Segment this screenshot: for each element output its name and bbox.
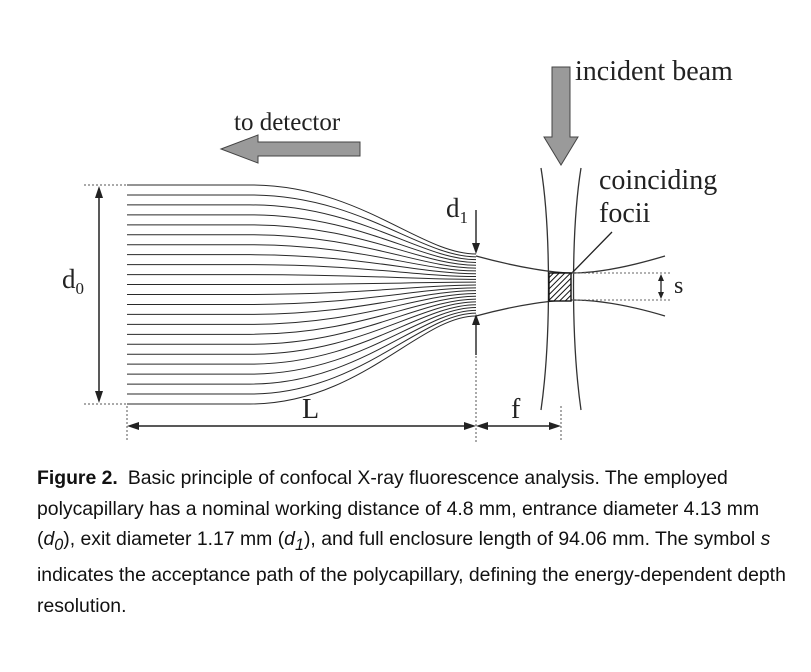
s-label: s — [674, 273, 683, 299]
capillary-fiber — [127, 224, 477, 266]
capillary-fiber — [127, 264, 477, 278]
capillary-fiber — [127, 287, 477, 305]
capillary-fiber — [127, 254, 477, 275]
focii-label: focii — [599, 198, 651, 229]
capillary-fiber — [127, 307, 477, 375]
beam-envelope-left — [540, 167, 550, 411]
L-label: L — [302, 394, 319, 425]
caption-s: s — [760, 528, 771, 550]
capillary-fiber — [127, 194, 477, 258]
caption-text-1: Basic principle of confocal X-ray fluore… — [37, 467, 760, 550]
capillary-fiber — [127, 315, 477, 405]
caption-text-2: ), exit diameter 1.17 mm ( — [63, 528, 285, 550]
d0-arrowhead-bottom — [95, 391, 103, 403]
capillary-fiber — [127, 301, 477, 355]
to-detector-arrow — [219, 134, 361, 164]
to-detector-label: to detector — [234, 109, 341, 136]
caption-label: Figure 2. — [37, 467, 118, 489]
focii-pointer-line — [570, 231, 613, 275]
d0-arrowhead-top — [95, 186, 103, 198]
caption-d0: d0 — [43, 528, 64, 554]
s-arrowhead-top — [658, 274, 664, 281]
capillary-fiber — [127, 292, 477, 325]
polycapillary-fibers — [127, 184, 477, 405]
focal-cone-lower — [475, 299, 666, 317]
capillary-fiber — [127, 284, 477, 295]
incident-beam-label: incident beam — [575, 56, 733, 87]
capillary-fiber — [127, 184, 477, 255]
focal-cone-upper — [475, 255, 666, 274]
capillary-fiber — [127, 281, 477, 286]
caption-d1: d1 — [284, 528, 304, 554]
capillary-fiber — [127, 234, 477, 269]
L-arrowhead-left — [127, 422, 139, 430]
capillary-fiber — [127, 309, 477, 385]
d1-label: d1 — [446, 193, 468, 227]
caption-text-4: indicates the acceptance path of the pol… — [37, 564, 786, 617]
confocal-xrf-diagram: incident beam to detector d0 d1 coincidi… — [62, 56, 733, 442]
capillary-fiber — [127, 204, 477, 261]
f-arrowhead-right — [549, 422, 561, 430]
capillary-fiber — [127, 274, 477, 280]
s-arrowhead-bottom — [658, 292, 664, 299]
incident-beam-arrow — [543, 66, 579, 166]
capillary-fiber — [127, 295, 477, 335]
capillary-fiber — [127, 298, 477, 345]
d0-label: d0 — [62, 264, 84, 298]
focal-volume-hatched — [548, 272, 572, 302]
capillary-fiber — [127, 214, 477, 263]
d1-upper-arrowhead — [472, 243, 480, 254]
beam-envelope-right — [572, 167, 582, 411]
figure-caption: Figure 2.Basic principle of confocal X-r… — [37, 463, 797, 621]
capillary-fiber — [127, 312, 477, 395]
L-arrowhead-right — [464, 422, 476, 430]
capillary-fiber — [127, 290, 477, 315]
f-label: f — [511, 394, 521, 425]
capillary-fiber — [127, 304, 477, 365]
d1-lower-arrowhead — [472, 314, 480, 325]
f-arrowhead-left — [476, 422, 488, 430]
coinciding-label: coinciding — [599, 165, 717, 196]
caption-text-3: ), and full enclosure length of 94.06 mm… — [303, 528, 761, 550]
capillary-fiber — [127, 244, 477, 272]
